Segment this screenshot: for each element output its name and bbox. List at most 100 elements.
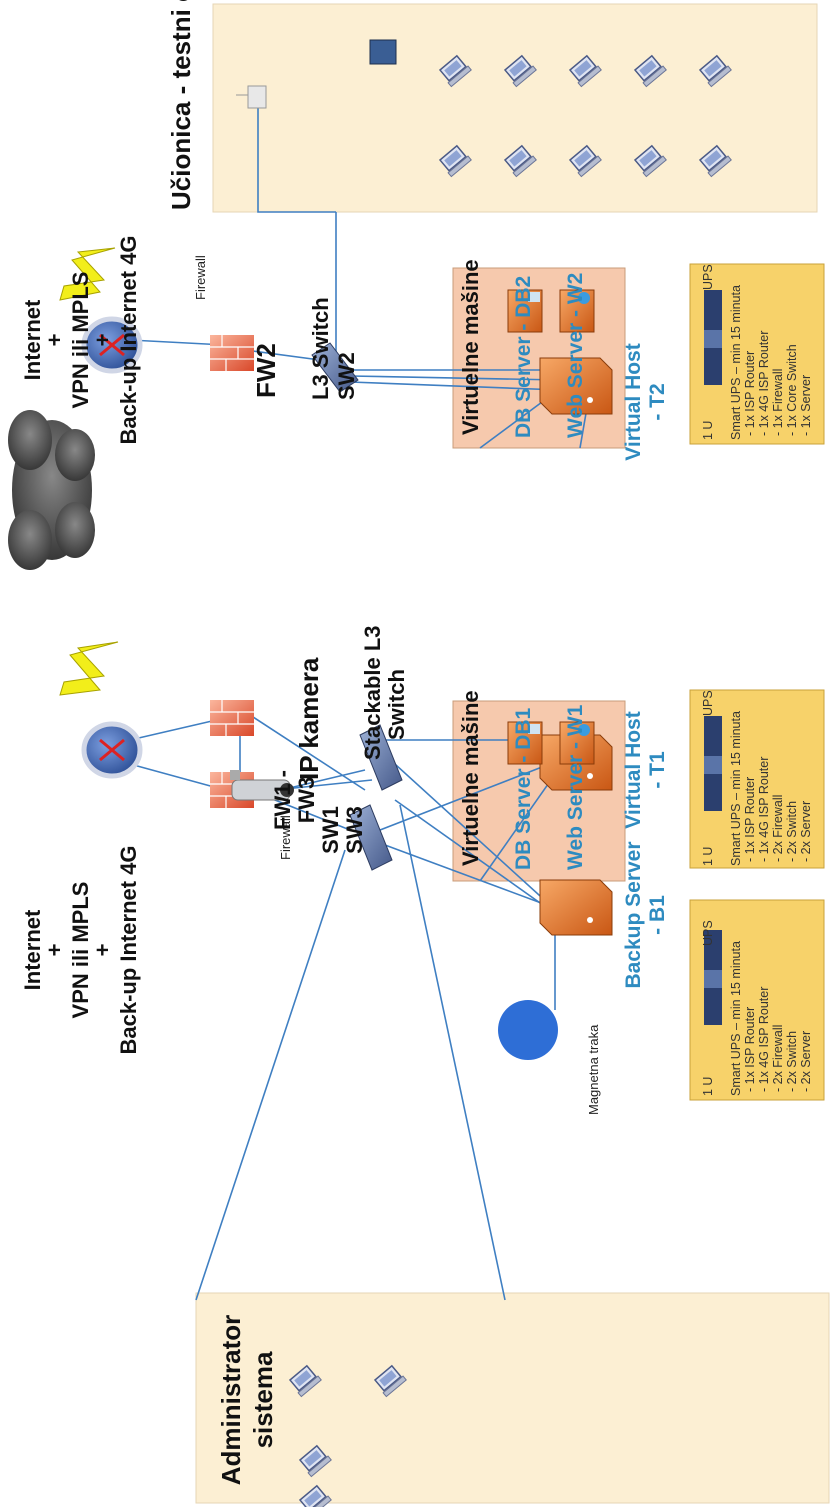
virtual-host-t1-line1: Virtual Host	[622, 711, 645, 828]
ups-brand-label: UPS	[701, 920, 715, 946]
ups-line: - 1x 4G ISP Router	[757, 757, 771, 862]
laptop-icon	[633, 144, 667, 178]
laptop-icon	[568, 144, 602, 178]
internet-bottom-line1: Internet	[20, 909, 45, 990]
router-bottom-icon	[81, 721, 143, 779]
vm-box-2-title: Virtuelne mašine	[458, 259, 483, 435]
ups-line: - 2x Server	[799, 1031, 813, 1092]
laptop-icon	[298, 1444, 332, 1478]
ups-line: - 1x ISP Router	[743, 1007, 757, 1092]
w1-label: Web Server - W1	[564, 704, 587, 870]
ups-bar-2	[704, 716, 722, 811]
ups-brand-label: UPS	[701, 690, 715, 716]
virtual-host-t2-line1: Virtual Host	[622, 343, 645, 460]
l3-switch-line2: SW2	[334, 352, 359, 400]
classroom-title: Učionica - testni centar	[166, 0, 196, 210]
ups-line: - 1x ISP Router	[743, 777, 757, 862]
fw1-fw3-line2: FW3	[294, 777, 319, 823]
w1-server-icon	[559, 721, 595, 765]
internet-bottom-line2: +	[42, 944, 67, 957]
ups-box-text: 1 U UPS Smart UPS – min 15 minuta- 1x ISP …	[701, 920, 813, 1096]
internet-top-line4: +	[90, 334, 115, 347]
sw1-sw3-line2: SW3	[342, 806, 367, 854]
ups-line: - 2x Switch	[785, 801, 799, 862]
fw2-label: FW2	[251, 343, 281, 398]
ups-line: - 1x Firewall	[771, 369, 785, 436]
laptop-icon	[698, 144, 732, 178]
ip-camera-icon	[230, 770, 294, 801]
db1-label: DB Server - DB1	[512, 707, 535, 870]
db2-label: DB Server - DB2	[512, 276, 535, 438]
backup-server-line1: Backup Server	[622, 841, 645, 988]
firewall-fw1-icon	[210, 700, 254, 736]
backup-server-line2: - B1	[646, 895, 669, 935]
virtual-host-t2-line2: - T2	[646, 383, 669, 420]
internet-top-line2: +	[42, 334, 67, 347]
virtual-host-t2-icon	[539, 357, 613, 415]
backup-server-icon	[539, 879, 613, 936]
ups-bar-3	[704, 930, 722, 1025]
internet-top-line3: VPN ili MPLS	[68, 272, 93, 409]
ups-line: - 2x Firewall	[771, 795, 785, 862]
laptop-icon	[288, 1364, 322, 1398]
magnetic-tape-icon	[498, 1000, 558, 1060]
w2-label: Web Server - W2	[564, 273, 587, 438]
db1-server-icon	[507, 721, 543, 765]
ups-line: - 1x 4G ISP Router	[757, 331, 771, 436]
internet-bottom-line5: Back-up Internet 4G	[116, 845, 141, 1054]
ups-line: Smart UPS – min 15 minuta	[729, 711, 743, 866]
internet-bottom-line3: VPN ili MPLS	[68, 882, 93, 1019]
ip-camera-label: IP kamera	[294, 657, 324, 780]
ups-line: - 1x 4G ISP Router	[757, 987, 771, 1092]
ups-size-label: 1 U	[701, 847, 715, 866]
stackable-switch-line1: Stackable L3	[360, 625, 385, 760]
admin-line2: sistema	[248, 1351, 278, 1448]
firewall-top-label: Firewall	[193, 255, 208, 300]
firewall-bottom-label: Firewall	[278, 815, 293, 860]
vm-box-1-title: Virtuelne mašine	[458, 690, 483, 866]
classroom-zone	[212, 3, 818, 213]
magnetic-tape-label: Magnetna traka	[586, 1024, 601, 1115]
antenna-icon	[236, 85, 267, 109]
ups-brand-label: UPS	[701, 264, 715, 290]
ups-size-label: 1 U	[701, 1077, 715, 1096]
laptop-icon	[438, 54, 472, 88]
connection-lines	[129, 105, 591, 1301]
wireless-link-top-icon	[59, 247, 116, 301]
laptop-icon	[503, 54, 537, 88]
l3-switch-line1: L3 Switch	[308, 297, 333, 400]
internet-bottom-line4: +	[90, 944, 115, 957]
laptop-icon	[503, 144, 537, 178]
laptop-icon	[633, 54, 667, 88]
ups-line: - 2x Firewall	[771, 1025, 785, 1092]
laptop-icon	[298, 1484, 332, 1507]
internet-top-line1: Internet	[20, 299, 45, 380]
switch-sw3-icon	[349, 804, 393, 871]
laptop-icon	[438, 144, 472, 178]
firewall-fw2-icon	[210, 335, 254, 371]
stackable-switch-line2: Switch	[384, 669, 409, 740]
ups-line: - 1x Core Switch	[785, 344, 799, 436]
switch-sw2-icon	[311, 342, 359, 393]
classroom-workstations	[236, 39, 397, 109]
ups-line: - 2x Server	[799, 801, 813, 862]
laptop-icon	[698, 54, 732, 88]
ups-line: Smart UPS – min 15 minuta	[729, 941, 743, 1096]
router-top-icon	[81, 316, 143, 374]
switch-sw1-icon	[359, 724, 403, 791]
internet-cloud-icon	[8, 410, 95, 570]
ups-line: Smart UPS – min 15 minuta	[729, 285, 743, 440]
internet-top-line5: Back-up Internet 4G	[116, 235, 141, 444]
ups-bar-1	[704, 290, 722, 385]
ups-box-text: 1 U UPS Smart UPS – min 15 minuta- 1x ISP …	[701, 690, 813, 866]
laptop-icon	[568, 54, 602, 88]
wireless-link-bottom-icon	[59, 641, 119, 696]
ups-line: - 1x ISP Router	[743, 351, 757, 436]
sw1-sw3-line1: SW1	[318, 806, 343, 854]
virtual-host-t1-line2: - T1	[646, 751, 669, 789]
w2-server-icon	[559, 289, 595, 333]
db2-server-icon	[507, 289, 543, 333]
